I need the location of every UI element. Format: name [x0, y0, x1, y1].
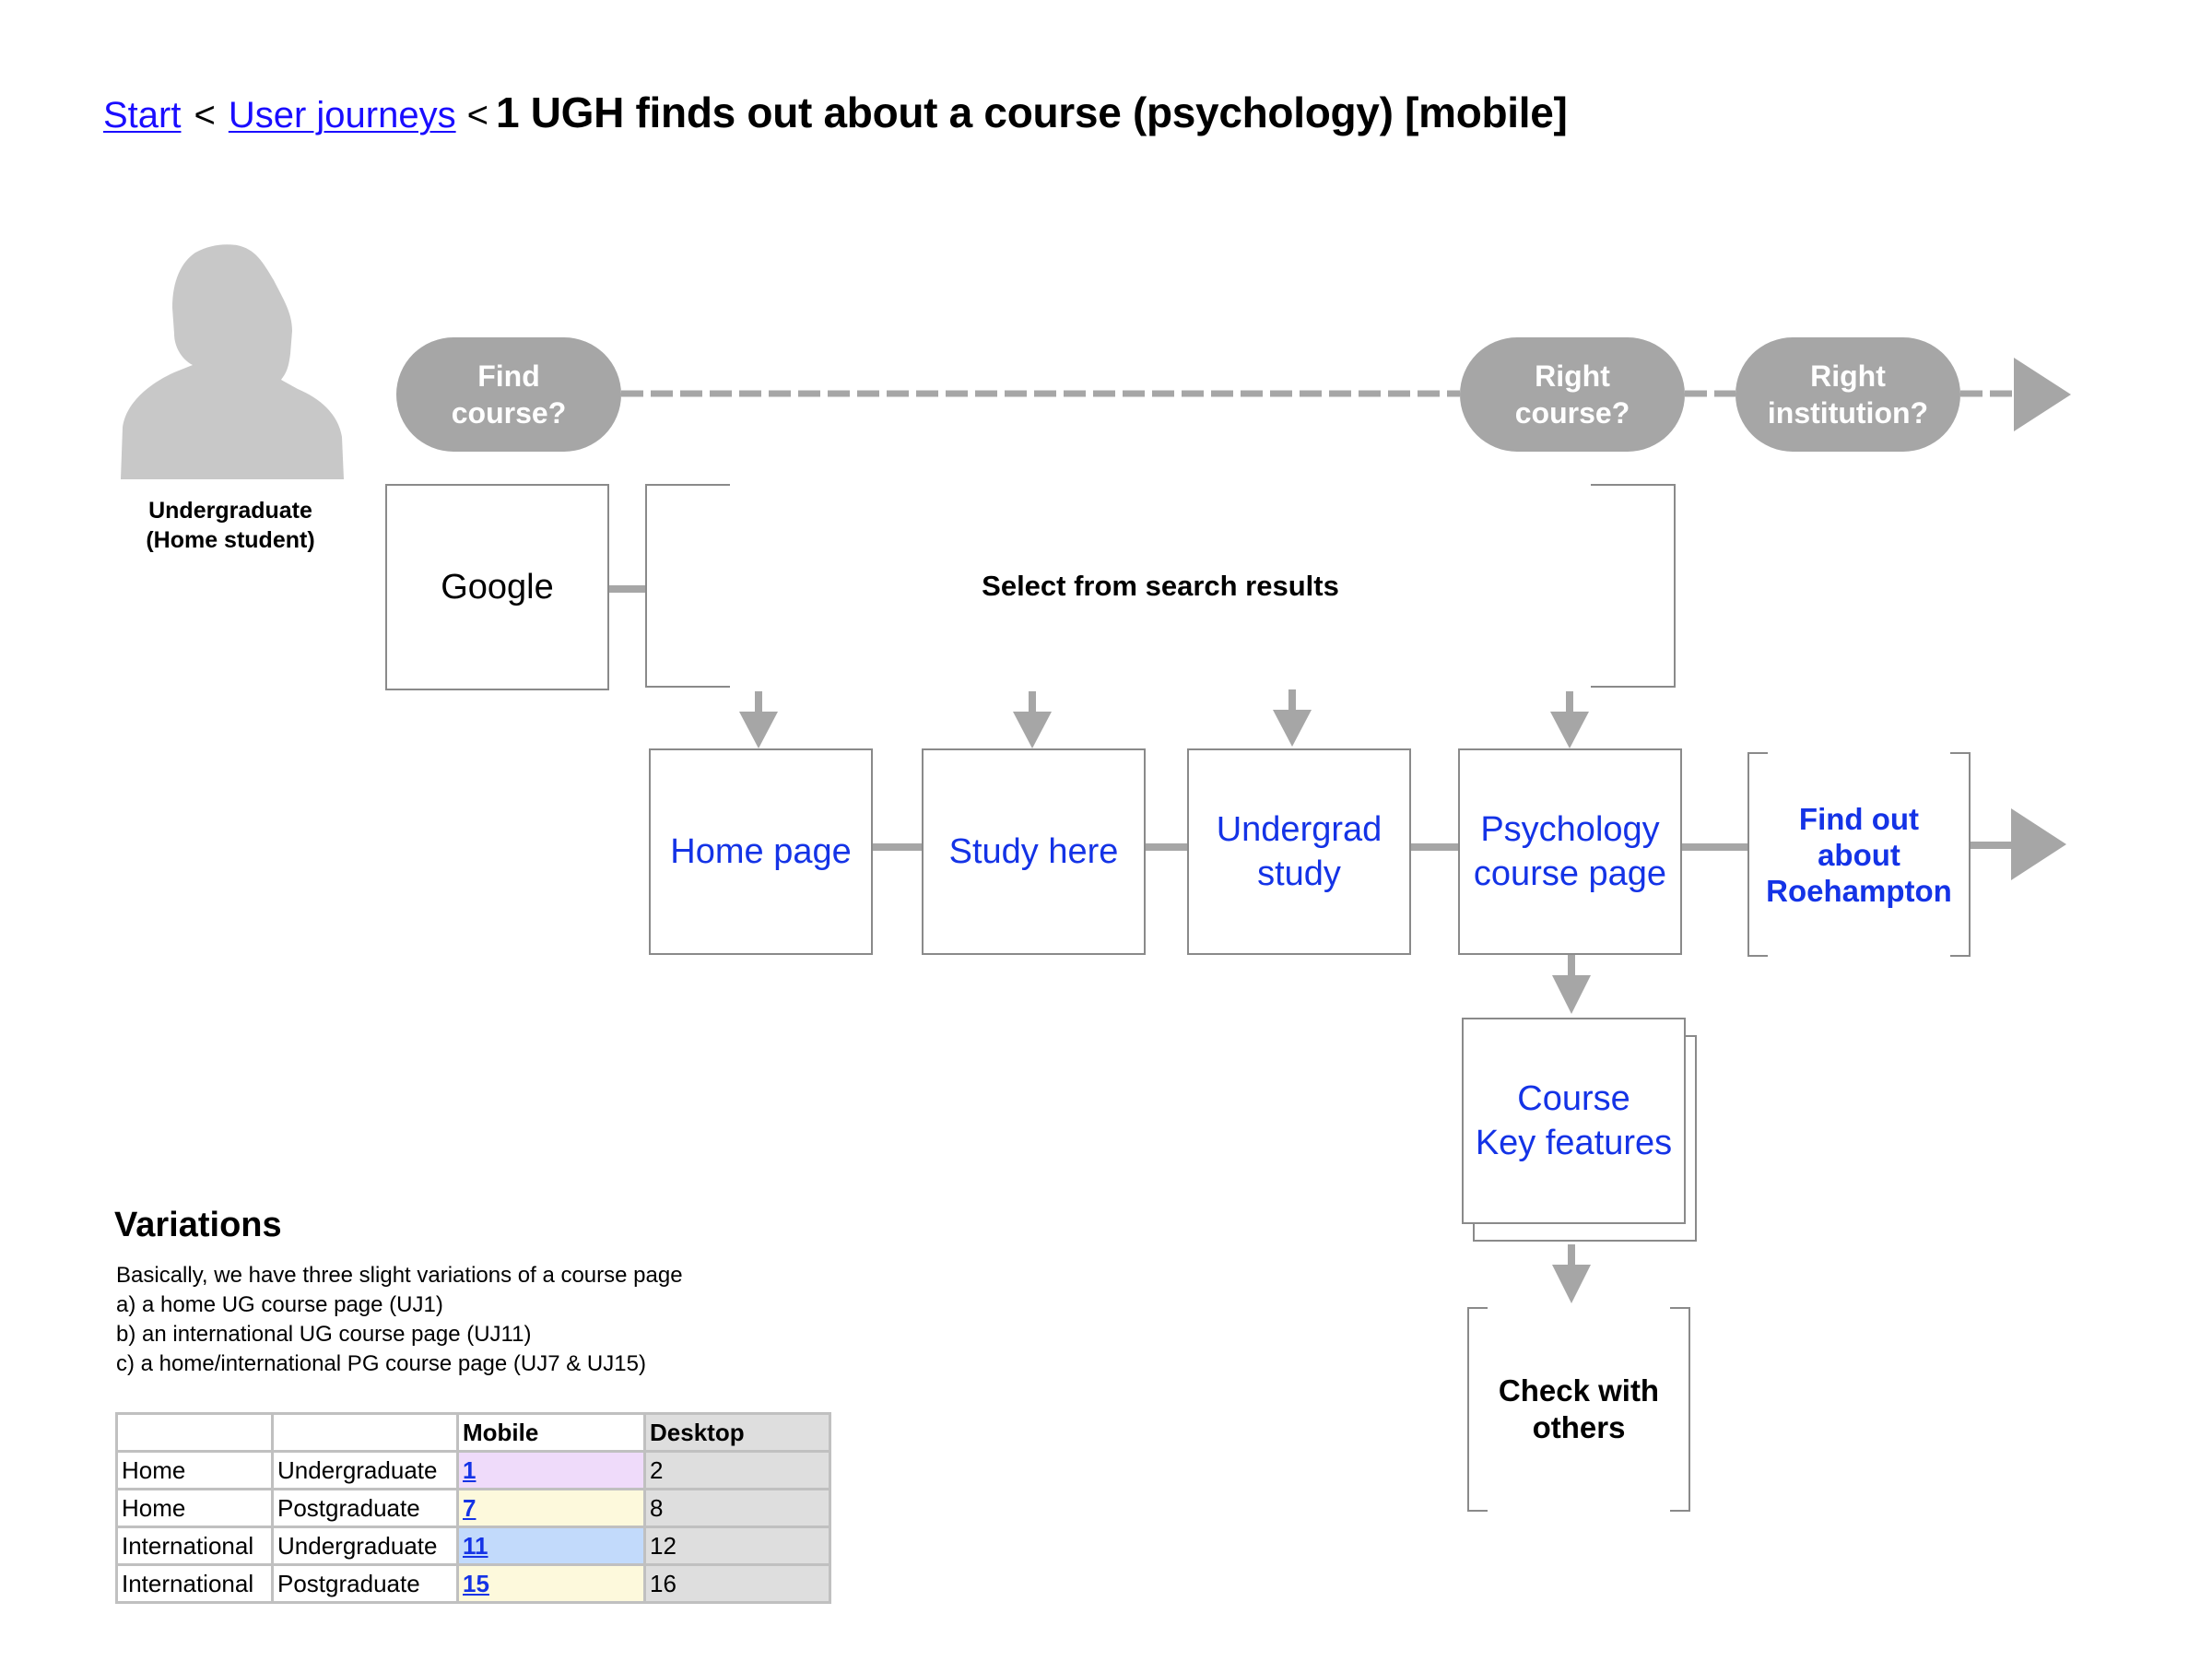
journey-link[interactable]: 15: [463, 1569, 489, 1597]
breadcrumb-separator: <: [466, 95, 488, 135]
persona-label: Undergraduate (Home student): [101, 496, 359, 555]
variations-heading: Variations: [114, 1206, 282, 1244]
stage-pill-text: Right: [1535, 359, 1610, 393]
table-row: International Undergraduate 11 12: [115, 1526, 831, 1566]
bracket-left: [1467, 1307, 1488, 1512]
step-label: study: [1257, 854, 1341, 893]
cell-desktop: 2: [643, 1450, 831, 1490]
cell-mobile: 15: [456, 1563, 646, 1604]
persona-label-line: Undergraduate: [148, 498, 312, 524]
table-header: [115, 1412, 274, 1453]
bracket-right: [1591, 484, 1676, 688]
cell-level: Postgraduate: [271, 1563, 459, 1604]
search-results-label: Select from search results: [982, 569, 1339, 602]
variations-line: Basically, we have three slight variatio…: [116, 1263, 683, 1288]
cell-mobile: 7: [456, 1488, 646, 1528]
cell-origin: International: [115, 1526, 274, 1566]
bracket-right: [1950, 752, 1971, 957]
page-title: 1 UGH finds out about a course (psycholo…: [495, 88, 1568, 136]
table-header-desktop: Desktop: [643, 1412, 831, 1453]
stage-pill-text: Right: [1810, 359, 1886, 393]
journey-link[interactable]: 11: [463, 1531, 488, 1560]
person-silhouette-icon: [121, 244, 344, 479]
breadcrumb-separator: <: [194, 95, 216, 135]
cell-mobile: 1: [456, 1450, 646, 1490]
cell-level: Undergraduate: [271, 1526, 459, 1566]
variations-line: c) a home/international PG course page (…: [116, 1351, 646, 1376]
variations-table: Mobile Desktop Home Undergraduate 1 2 Ho…: [115, 1412, 831, 1604]
cell-origin: Home: [115, 1488, 274, 1528]
stage-pill-text: Find: [477, 359, 540, 393]
breadcrumb-user-journeys-link[interactable]: User journeys: [228, 95, 456, 135]
breadcrumb: Start<User journeys<1 UGH finds out abou…: [103, 85, 1568, 143]
table-header-row: Mobile Desktop: [115, 1412, 831, 1453]
stage-arrowhead-icon: [2014, 358, 2071, 431]
bracket-right: [1670, 1307, 1690, 1512]
bracket-left: [1747, 752, 1768, 957]
cell-mobile: 11: [456, 1526, 646, 1566]
cell-origin: Home: [115, 1450, 274, 1490]
breadcrumb-start-link[interactable]: Start: [103, 95, 182, 135]
variations-line: a) a home UG course page (UJ1): [116, 1292, 443, 1317]
variations-line: b) an international UG course page (UJ11…: [116, 1322, 532, 1347]
journey-link[interactable]: 1: [463, 1455, 477, 1484]
google-box-label: Google: [441, 568, 554, 607]
step-undergrad-study[interactable]: Undergrad study: [1187, 748, 1411, 955]
down-arrow-icon: [1273, 689, 1312, 747]
stage-pill-text: institution?: [1767, 396, 1929, 430]
step-label: Home page: [670, 832, 852, 871]
step-label: Course: [1517, 1079, 1630, 1118]
cell-desktop: 8: [643, 1488, 831, 1528]
cell-level: Postgraduate: [271, 1488, 459, 1528]
persona-label-line: (Home student): [146, 527, 315, 553]
search-results-bracket: Select from search results: [645, 484, 1676, 688]
table-header: [271, 1412, 459, 1453]
cell-level: Undergraduate: [271, 1450, 459, 1490]
down-arrow-icon: [1013, 691, 1052, 748]
cell-desktop: 16: [643, 1563, 831, 1604]
step-arrowhead-icon: [2011, 808, 2066, 880]
down-arrow-icon: [1552, 955, 1591, 1014]
down-arrow-icon: [739, 691, 778, 748]
google-box: Google: [385, 484, 609, 690]
table-header-mobile: Mobile: [456, 1412, 646, 1453]
down-arrow-icon: [1552, 1244, 1591, 1303]
step-label: Key features: [1475, 1124, 1673, 1162]
step-label: Undergrad: [1216, 810, 1382, 849]
table-row: Home Undergraduate 1 2: [115, 1450, 831, 1490]
stage-pill-text: course?: [451, 396, 567, 430]
bracket-left: [645, 484, 730, 688]
step-label: Psychology: [1480, 810, 1660, 849]
step-psychology-course-page[interactable]: Psychology course page: [1458, 748, 1682, 955]
step-home-page[interactable]: Home page: [649, 748, 873, 955]
step-study-here[interactable]: Study here: [922, 748, 1146, 955]
step-label: course page: [1473, 854, 1667, 893]
cell-desktop: 12: [643, 1526, 831, 1566]
table-row: Home Postgraduate 7 8: [115, 1488, 831, 1528]
variations-description: Basically, we have three slight variatio…: [116, 1261, 683, 1379]
table-row: International Postgraduate 15 16: [115, 1563, 831, 1604]
cell-origin: International: [115, 1563, 274, 1604]
down-arrow-icon: [1550, 691, 1589, 748]
stage-pill-text: course?: [1514, 396, 1630, 430]
journey-link[interactable]: 7: [463, 1493, 477, 1522]
step-label: Study here: [948, 832, 1119, 871]
